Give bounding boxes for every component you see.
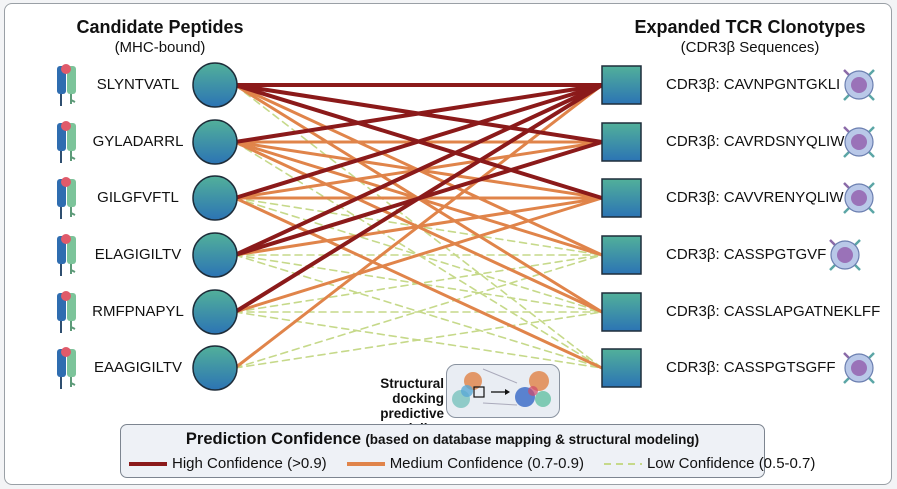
- clonotype-node: [601, 122, 642, 162]
- clonotype-node: [601, 65, 642, 105]
- edge-high-confidence: [233, 83, 604, 314]
- legend-items: High Confidence (>0.9) Medium Confidence…: [129, 455, 835, 472]
- t-cell-icon: [838, 64, 880, 111]
- high-confidence-line-icon: [129, 461, 167, 466]
- t-cell-icon: [838, 121, 880, 168]
- clonotype-node: [601, 348, 642, 388]
- clonotype-label: CDR3β: CASSPGTSGFF: [666, 359, 836, 376]
- edge-low-confidence: [234, 311, 603, 369]
- t-cell-icon: [838, 177, 880, 224]
- mhc-peptide-icon: [54, 232, 80, 283]
- t-cell-icon: [824, 234, 866, 281]
- clonotype-node: [601, 235, 642, 275]
- legend-item-high: High Confidence (>0.9): [129, 455, 327, 472]
- edge-medium-confidence: [233, 196, 604, 370]
- clonotype-label: CDR3β: CAVVRENYQLIW: [666, 189, 844, 206]
- docking-label: Structural docking predictive modeling: [380, 376, 444, 436]
- peptides-subtitle: (MHC-bound): [114, 39, 206, 56]
- legend-item-low: Low Confidence (0.5-0.7): [603, 455, 815, 472]
- peptides-title: Candidate Peptides: [76, 17, 244, 37]
- clonotype-node: [601, 178, 642, 218]
- edge-layer: [233, 83, 604, 370]
- clonotypes-subtitle: (CDR3β Sequences): [680, 39, 820, 56]
- peptide-label: GILGFVFTL: [97, 189, 179, 206]
- peptide-node: [192, 232, 238, 278]
- node-layer: [192, 62, 642, 391]
- edge-high-confidence: [233, 83, 604, 257]
- t-cell-icon: [838, 347, 880, 394]
- clonotype-node: [601, 292, 642, 332]
- peptide-label: ELAGIGILTV: [94, 246, 182, 263]
- peptide-node: [192, 289, 238, 335]
- peptide-node: [192, 119, 238, 165]
- protein-docking-icon: [452, 368, 551, 408]
- peptide-node: [192, 345, 238, 391]
- peptide-node: [192, 62, 238, 108]
- clonotype-label: CDR3β: CASSPGTGVF: [666, 246, 827, 263]
- docking-inset: [446, 364, 560, 418]
- peptide-label: RMFPNAPYL: [92, 303, 184, 320]
- clonotype-label: CDR3β: CAVRDSNYQLIW: [666, 133, 845, 150]
- peptide-node: [192, 175, 238, 221]
- legend-subtitle: (based on database mapping & structural …: [365, 432, 700, 447]
- low-confidence-dashed-line-icon: [603, 462, 642, 465]
- edge-medium-confidence: [233, 196, 604, 314]
- clonotypes-header: Expanded TCR Clonotypes (CDR3β Sequences…: [610, 16, 890, 57]
- confidence-legend: Prediction Confidence (based on database…: [120, 424, 815, 478]
- peptide-label: EAAGIGILTV: [93, 359, 183, 376]
- clonotype-label: CDR3β: CASSLAPGATNEKLFF: [666, 303, 881, 320]
- legend-item-medium: Medium Confidence (0.7-0.9): [346, 455, 584, 472]
- peptide-label: GYLADARRL: [92, 133, 184, 150]
- legend-title: Prediction Confidence (based on database…: [185, 430, 700, 448]
- mhc-peptide-icon: [54, 175, 80, 226]
- clonotype-label: CDR3β: CAVNPGNTGKLI: [666, 76, 841, 93]
- clonotypes-title: Expanded TCR Clonotypes: [634, 17, 866, 37]
- edge-high-confidence: [233, 83, 604, 200]
- peptide-label: SLYNTVATL: [96, 76, 180, 93]
- mhc-peptide-icon: [54, 289, 80, 340]
- medium-confidence-line-icon: [346, 461, 385, 466]
- edge-high-confidence: [233, 83, 604, 144]
- edge-low-confidence: [234, 254, 603, 369]
- mhc-peptide-icon: [54, 345, 80, 396]
- mhc-peptide-icon: [54, 62, 80, 113]
- mhc-peptide-icon: [54, 119, 80, 170]
- peptides-header: Candidate Peptides (MHC-bound): [40, 16, 280, 57]
